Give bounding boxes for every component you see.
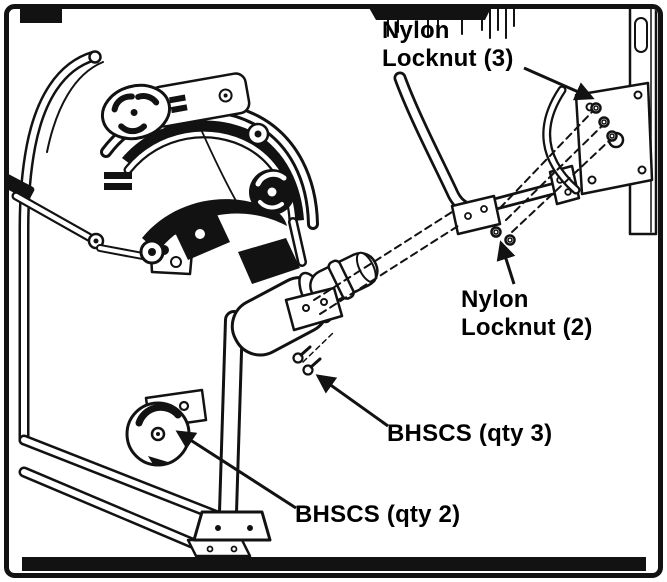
label-nylon-locknut-3: Nylon Locknut (3)	[382, 17, 514, 72]
bottom-silhouette-bar	[22, 557, 646, 571]
arrow-nylon-locknut-2	[496, 240, 516, 285]
bolt-alignment-dashes	[302, 111, 611, 363]
arrow-bhscs-qty-2	[175, 430, 297, 510]
figure-border	[4, 4, 663, 578]
label-nylon-locknut-2: Nylon Locknut (2)	[461, 286, 593, 341]
top-silhouettes	[20, 9, 515, 39]
label-bhscs-qty-2: BHSCS (qty 2)	[295, 501, 461, 528]
arrow-bhscs-qty-3	[315, 374, 389, 428]
mounting-panel	[542, 81, 654, 196]
left-machine	[9, 50, 379, 560]
fastener-hardware	[292, 102, 618, 376]
arrow-nylon-locknut-3	[523, 66, 595, 101]
crossbar-tube	[393, 71, 581, 236]
callout-arrows	[175, 66, 595, 510]
label-bhscs-qty-3: BHSCS (qty 3)	[387, 420, 553, 447]
